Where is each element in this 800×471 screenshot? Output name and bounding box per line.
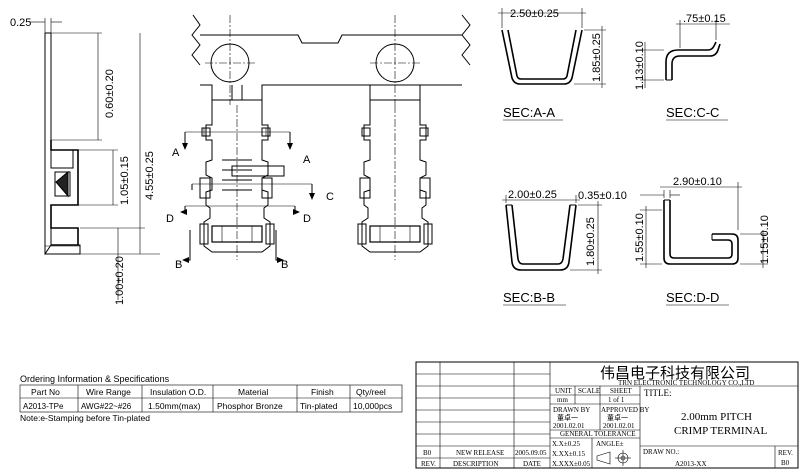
ordering-table: Ordering Information & Specifications Pa… [19,374,403,423]
rev-col-rev: REV. [421,460,436,468]
sheet-value: 1 of 1 [608,396,625,404]
dim-left-mid: 1.05±0.15 [119,156,131,205]
revision-grid: B0 NEW RELEASE 2005.09.05 REV. DESCRIPTI… [416,362,551,468]
rev-col-desc: DESCRIPTION [453,460,499,468]
cut-label-b-right: B [281,259,288,271]
side-view: 0.25 0.60±0.20 1.05±0.15 4.55±0.25 1.00±… [10,17,160,305]
unit-label: UNIT [555,387,572,395]
drawing-no-value: A2013-XX [675,460,707,468]
ordering-heading: Ordering Information & Specifications [20,374,170,384]
ordering-header-wire: Wire Range [86,387,131,397]
dim-dd-width: 2.90±0.10 [673,176,722,188]
section-label-dd: SEC:D-D [666,290,719,305]
dim-left-thickness: 0.25 [10,17,31,29]
section-cut-a: A A [172,131,311,166]
drawn-date: 2001.02.01 [553,422,585,430]
drawing-no-label: DRAW NO.: [643,448,679,456]
dim-left-bottom: 1.00±0.20 [114,256,126,305]
cut-label-a-left: A [172,147,180,159]
ordering-cell-finish: Tin-plated [300,401,338,411]
tolerance-label: GENERAL TOLERANCE [560,430,636,438]
cut-label-c: C [326,191,334,203]
dim-cc-width: .75±0.15 [683,13,726,25]
ordering-header-finish: Finish [311,387,334,397]
ordering-note: Note:e-Stamping before Tin-plated [20,413,150,423]
ordering-cell-part: A2013-TPe [23,402,64,411]
tolerance-2: X.XX±0.15 [552,450,586,458]
carrier-strip-view: A A C D D B B [166,14,471,271]
dim-dd-right: 1.15±0.10 [759,215,771,264]
dim-left-top: 0.60±0.20 [104,69,116,118]
dim-aa-width: 2.50±0.25 [510,8,559,20]
company-name-cn: 伟昌电子科技有限公司 [600,365,750,382]
section-c-c: .75±0.15 1.13±0.10 SEC:C-C [634,13,730,121]
projection-symbol-icon [596,450,631,466]
ordering-header-insulation: Insulation O.D. [150,387,206,397]
ordering-cell-material: Phosphor Bronze [217,401,283,411]
rev-row-rev: B0 [423,449,432,457]
approved-name: 董卓一 [607,413,628,422]
title-block: B0 NEW RELEASE 2005.09.05 REV. DESCRIPTI… [415,361,799,469]
section-cut-d: D D [166,205,311,225]
unit-value: mm [557,396,568,404]
rev-col-date: DATE [523,460,541,468]
tolerance-1: X.X±0.25 [552,440,580,448]
section-label-aa: SEC:A-A [503,105,555,120]
dim-bb-width: 2.00±0.25 [508,189,557,201]
cut-label-a-right: A [303,154,311,166]
drawn-label: DRAWN BY [553,406,590,414]
title-line-2: CRIMP TERMINAL [674,425,767,437]
ordering-header-part: Part No [31,387,60,397]
title-label: TITLE: [644,388,672,398]
ordering-cell-qty: 10,000pcs [353,401,392,411]
dim-bb-height: 1.80±0.25 [585,217,597,266]
terminal-front [199,100,285,260]
tolerance-3: X.XXX±0.05 [552,460,591,468]
rev-row-date: 2005.09.05 [515,449,547,457]
dim-cc-height: 1.13±0.10 [634,41,646,90]
approved-date: 2001.02.01 [603,422,635,430]
dim-left-total: 4.55±0.25 [144,151,156,200]
section-b-b: 2.00±0.25 1.80±0.25 SEC:B-B [502,189,602,306]
ordering-cell-insulation: 1.50mm(max) [148,401,201,411]
section-label-bb: SEC:B-B [503,290,555,305]
cut-label-b-left: B [175,259,182,271]
scale-label: SCALE [578,387,600,395]
section-d-d: 0.35±0.10 2.90±0.10 1.55±0.10 1.15±0.10 … [578,176,771,306]
ordering-header-material: Material [238,387,268,397]
section-cut-b: B B [175,230,288,271]
terminal-side [357,100,433,260]
ordering-cell-wire: AWG#22~#26 [81,402,132,411]
section-cut-c: C [191,183,334,203]
cut-label-d-left: D [166,213,174,225]
approved-label: APPROVED BY [601,406,649,414]
dim-dd-thickness: 0.35±0.10 [578,190,627,202]
rev-row-desc: NEW RELEASE [456,449,504,457]
company-name-en: TRN ELECTRONIC TECHNOLOGY CO.,LTD [618,379,754,387]
rev-label: REV. [778,449,793,457]
ordering-header-qty: Qty/reel [356,387,386,397]
dim-dd-left: 1.55±0.10 [634,213,646,262]
section-label-cc: SEC:C-C [666,105,719,120]
rev-value: B0 [781,459,790,467]
sheet-label: SHEET [610,387,633,395]
section-a-a: 2.50±0.25 1.85±0.25 SEC:A-A [498,8,606,121]
title-line-1: 2.00mm PITCH [681,411,752,423]
cut-label-d-right: D [303,213,311,225]
angle-label: ANGLE± [596,440,624,448]
drawn-name: 董卓一 [557,413,578,422]
dim-aa-height: 1.85±0.25 [591,33,603,82]
